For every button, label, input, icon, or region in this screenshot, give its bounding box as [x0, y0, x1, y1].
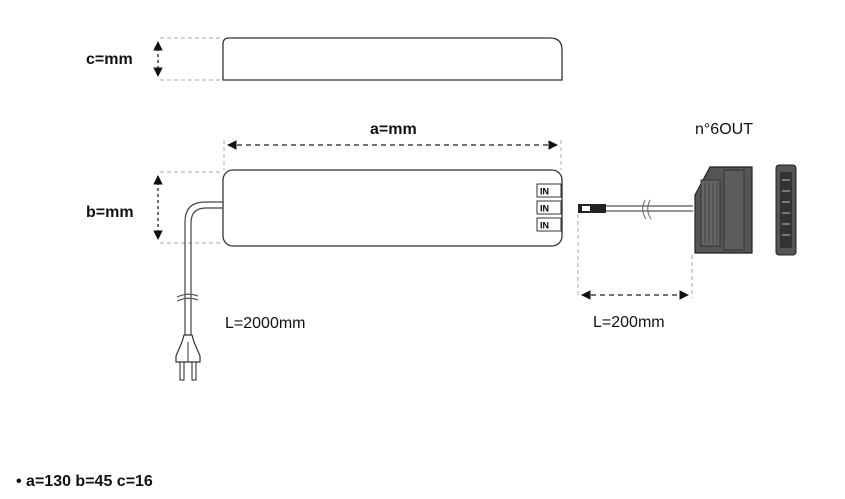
b-dimension-label: b=mm	[86, 204, 134, 221]
driver-top-view: IN IN IN	[222, 169, 563, 247]
distributor-hub-icon	[694, 166, 753, 254]
dimension-specs: • a=130 b=45 c=16	[16, 473, 153, 490]
output-strip-icon	[775, 164, 797, 256]
mains-cable-length: L=2000mm	[225, 315, 306, 332]
c-dimension-label: c=mm	[86, 51, 133, 68]
in-port-3: IN	[536, 217, 562, 232]
a-dimension: a=mm	[223, 121, 562, 170]
input-connector-icon	[578, 204, 606, 213]
output-count-label: n°6OUT	[695, 121, 753, 138]
a-dimension-label: a=mm	[370, 121, 417, 138]
output-cable: L=200mm	[577, 199, 693, 331]
mains-cable	[176, 201, 223, 335]
driver-outline	[222, 169, 563, 247]
driver-side-outline	[222, 37, 563, 81]
svg-text:IN: IN	[540, 221, 549, 231]
b-dimension: b=mm	[86, 171, 222, 244]
euro-plug-icon	[175, 334, 201, 381]
output-cable-length: L=200mm	[593, 314, 665, 331]
side-view: c=mm	[86, 37, 563, 81]
in-port-2: IN	[536, 200, 562, 215]
svg-text:IN: IN	[540, 187, 549, 197]
svg-text:IN: IN	[540, 204, 549, 214]
in-port-1: IN	[536, 183, 562, 198]
